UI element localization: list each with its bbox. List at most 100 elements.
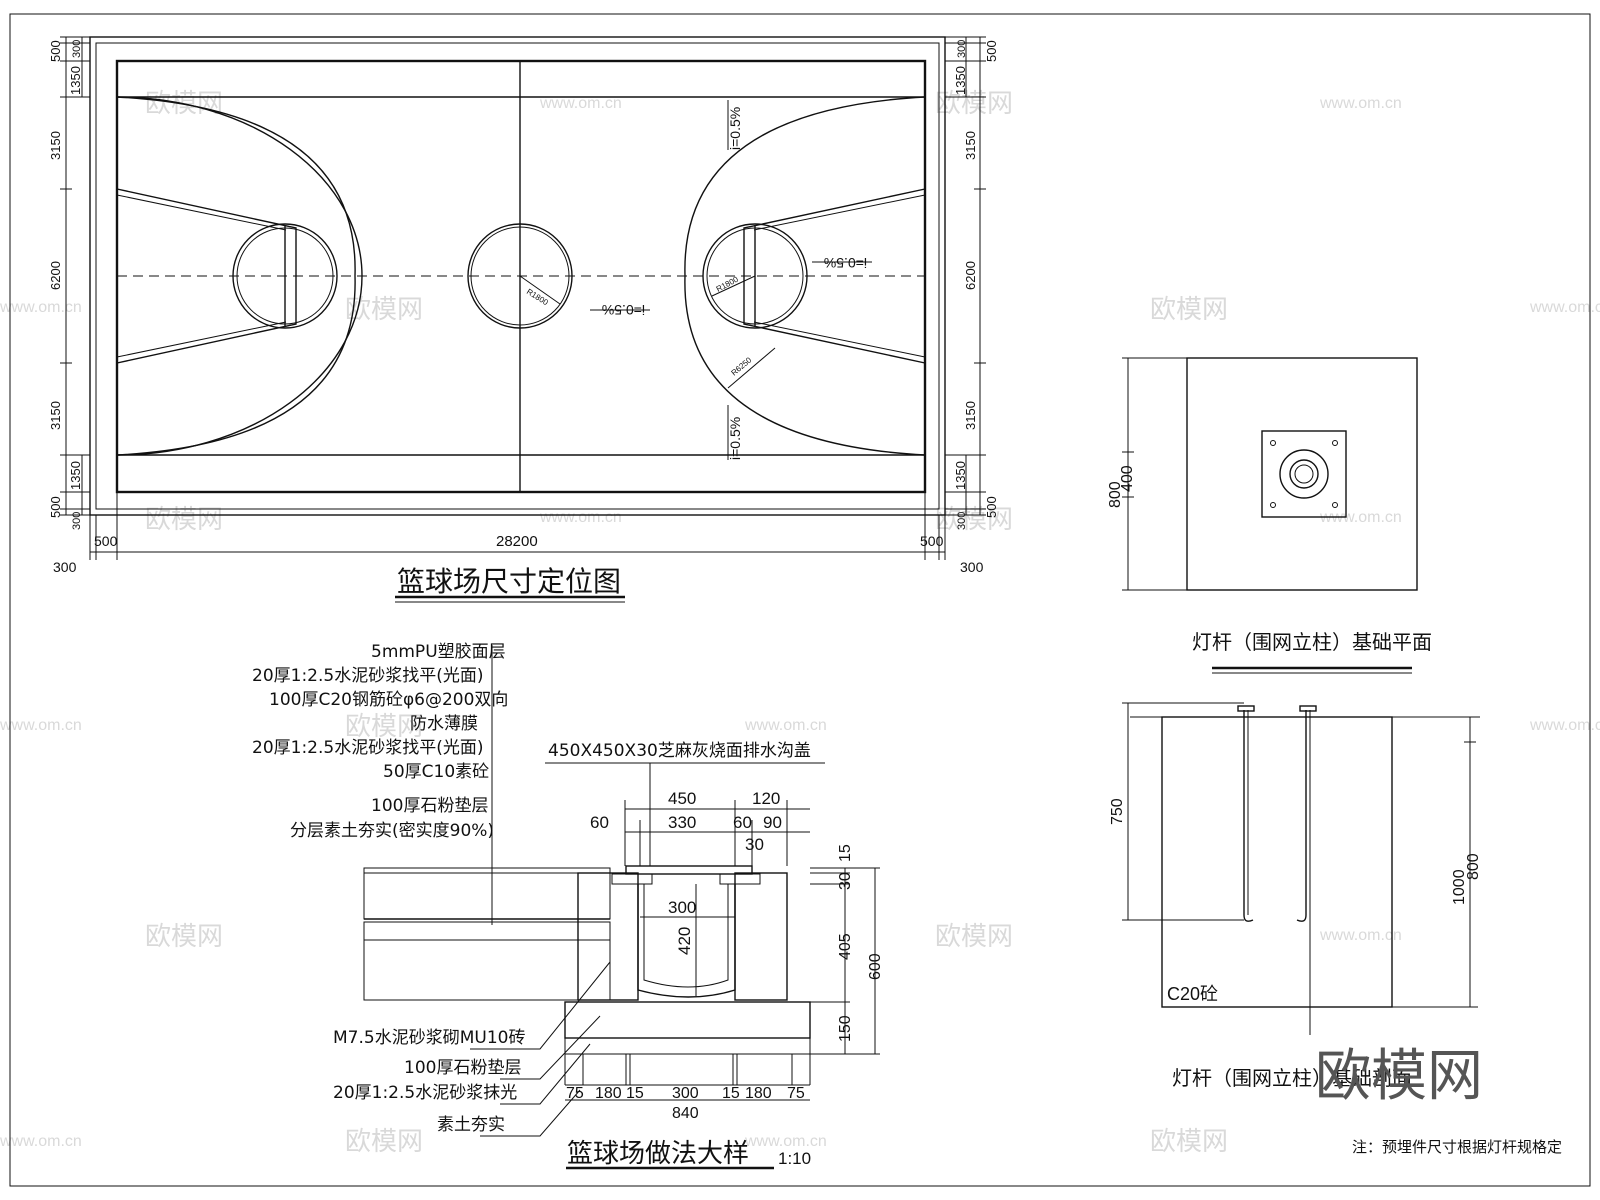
court-fence-line — [95, 42, 940, 510]
foundation-plan-block — [1186, 357, 1418, 591]
dim-bottom: 300 — [672, 1085, 699, 1102]
anchor-bolt — [1243, 710, 1254, 922]
watermark-logo: 欧模网 — [345, 712, 423, 742]
cover-label: 450X450X30芝麻灰烧面排水沟盖 — [548, 741, 811, 761]
dim-bottom: 75 — [566, 1085, 584, 1102]
brick-wall-right — [734, 872, 788, 1001]
trench-base — [564, 1001, 811, 1039]
dim-inner: 400 — [1119, 465, 1136, 492]
dim-left: 300 — [71, 40, 83, 58]
dim-top: 30 — [745, 835, 764, 854]
dim-left: 1350 — [68, 66, 83, 95]
slope-label: i=0.5% — [727, 417, 743, 460]
center-circle — [467, 223, 573, 329]
watermark-url: www.om.cn — [0, 299, 82, 316]
note: 注：预埋件尺寸根据灯杆规格定 — [1352, 1138, 1562, 1156]
layer-label: 20厚1:2.5水泥砂浆找平(光面) — [252, 738, 483, 758]
dim-bottom: 15 — [722, 1085, 740, 1102]
dim-outer: 800 — [1107, 481, 1124, 508]
dim-right: 3150 — [963, 401, 978, 430]
dim-bottom: 180 — [595, 1085, 622, 1102]
watermark-url: www.om.cn — [1319, 927, 1402, 944]
dim-left: 500 — [48, 40, 63, 62]
material-label: 20厚1:2.5水泥砂浆抹光 — [333, 1083, 517, 1103]
dim-left: 1350 — [68, 461, 83, 490]
layer-label: 50厚C10素砼 — [383, 762, 489, 782]
dim-bottom: 75 — [787, 1085, 805, 1102]
dim-right: 405 — [837, 933, 854, 960]
layer-label: 20厚1:2.5水泥砂浆找平(光面) — [252, 666, 483, 686]
dim-bottom-total: 840 — [672, 1105, 699, 1122]
dim-left: 3150 — [48, 131, 63, 160]
watermark-url: www.om.cn — [1529, 299, 1600, 316]
material-label: M7.5水泥砂浆砌MU10砖 — [333, 1028, 525, 1048]
layer-label: 100厚石粉垫层 — [371, 796, 488, 816]
dim-right: 600 — [867, 953, 884, 980]
foundation-plan: 800 400 灯杆（围网立柱）基础平面 — [1107, 357, 1432, 674]
dim-top: 330 — [668, 813, 696, 832]
court-detail: 5mmPU塑胶面层 20厚1:2.5水泥砂浆找平(光面) 100厚C20钢筋砼φ… — [252, 642, 884, 1170]
free-throw-circle-right — [702, 223, 808, 329]
material-label: 100厚石粉垫层 — [404, 1058, 521, 1078]
watermark-url: www.om.cn — [744, 717, 827, 734]
trench-cover — [625, 865, 753, 875]
dim-left: 500 — [48, 496, 63, 518]
watermarks: 欧模网 www.om.cn 欧模网 www.om.cn 欧模网 欧模网 www.… — [0, 89, 1600, 1157]
dim-top: 120 — [752, 789, 780, 808]
dim-bottom-total: 28200 — [496, 533, 538, 550]
base-plate — [1261, 430, 1347, 518]
three-point-radius-label: R6250 — [730, 355, 754, 377]
watermark-logo: 欧模网 — [935, 89, 1013, 119]
dim-right: 1350 — [953, 461, 968, 490]
detail-scale: 1:10 — [778, 1149, 811, 1168]
court-outer-boundary — [89, 36, 946, 516]
watermark-logo: 欧模网 — [1150, 295, 1228, 325]
dim-right: 150 — [837, 1015, 854, 1042]
drawing-border — [9, 13, 1591, 1187]
dim-bottom: 180 — [745, 1085, 772, 1102]
watermark-url: www.om.cn — [744, 1133, 827, 1150]
free-throw-circle-left — [232, 223, 338, 329]
layer-stone-powder — [363, 939, 611, 1001]
layer-label: 防水薄膜 — [410, 714, 478, 734]
dim-top: 60 — [733, 813, 752, 832]
watermark-url: www.om.cn — [0, 1133, 82, 1150]
layer-label: 100厚C20钢筋砼φ6@200双向 — [269, 690, 508, 710]
watermark-url: www.om.cn — [1319, 509, 1402, 526]
dim-left: 3150 — [48, 401, 63, 430]
slope-label: i=0.5% — [727, 107, 743, 150]
dim-right: 300 — [956, 512, 968, 530]
slope-label: i=0.5% — [824, 255, 867, 271]
watermark-url: www.om.cn — [1529, 717, 1600, 734]
watermark-logo: 欧模网 — [1150, 1127, 1228, 1157]
key-right — [743, 188, 926, 364]
dim-bottom: 300 — [960, 559, 984, 575]
key-radius-label: R1800 — [715, 274, 741, 293]
dim-top: 450 — [668, 789, 696, 808]
foundation-plan-title: 灯杆（围网立柱）基础平面 — [1192, 630, 1432, 654]
brand-watermark: 欧模网 — [1315, 1044, 1483, 1109]
dim-right: 300 — [956, 40, 968, 58]
watermark-url: www.om.cn — [0, 717, 82, 734]
foundation-section-block — [1161, 716, 1393, 1008]
watermark-logo: 欧模网 — [935, 922, 1013, 952]
court-plan: R1800 R1800 R6250 i=0.5% i=0.5% i=0.5% i… — [48, 36, 999, 603]
dim-bottom: 500 — [94, 533, 118, 549]
trench-channel — [637, 884, 736, 998]
brick-wall-left — [577, 872, 639, 1001]
center-radius-label: R1800 — [525, 287, 550, 307]
dim-right: 1350 — [953, 66, 968, 95]
watermark-url: www.om.cn — [1319, 95, 1402, 112]
detail-title: 篮球场做法大样 — [567, 1139, 749, 1169]
watermark-logo: 欧模网 — [145, 922, 223, 952]
watermark-logo: 欧模网 — [345, 295, 423, 325]
dim-right: 6200 — [963, 261, 978, 290]
anchor-bolt — [1296, 710, 1307, 922]
dim-left: 300 — [71, 512, 83, 530]
dim-right: 500 — [984, 496, 999, 518]
watermark-url: www.om.cn — [539, 509, 622, 526]
layer-c20-slab — [363, 872, 611, 920]
watermark-url: www.om.cn — [539, 95, 622, 112]
foundation-section: 750 1000 800 C20砼 灯杆（围网立柱）基础剖面 注：预埋件尺寸根据… — [1109, 702, 1562, 1156]
